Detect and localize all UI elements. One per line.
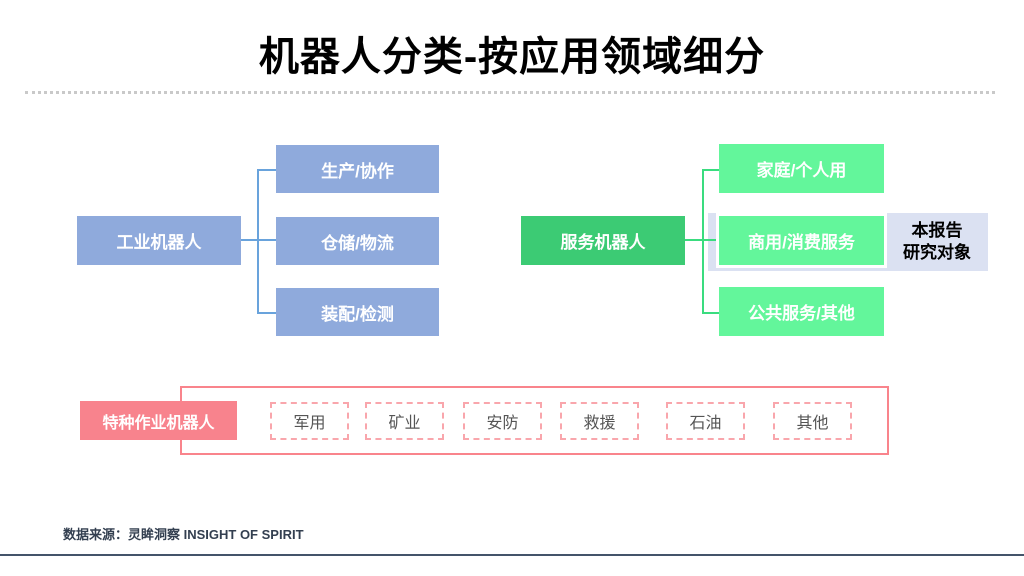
special-child-box-rescue: 救援 [560, 402, 639, 440]
special-child-box-military: 军用 [270, 402, 349, 440]
industrial-branch-line-top [257, 169, 277, 171]
special-child-box-mining: 矿业 [365, 402, 444, 440]
industrial-parent-box: 工业机器人 [77, 216, 241, 265]
industrial-branch-line-middle [241, 239, 277, 241]
page-title: 机器人分类-按应用领域细分 [258, 35, 766, 79]
report-scope-note-line2: 研究对象 [903, 243, 971, 263]
special-parent-box: 特种作业机器人 [80, 401, 237, 440]
service-branch-line-top [702, 169, 722, 171]
service-child-box-commercial: 商用/消费服务 [716, 213, 887, 268]
service-child-box-home: 家庭/个人用 [719, 144, 884, 193]
industrial-child-box-production: 生产/协作 [276, 145, 439, 193]
special-child-box-security: 安防 [463, 402, 542, 440]
dotted-divider [25, 91, 995, 94]
industrial-child-box-assembly: 装配/检测 [276, 288, 439, 336]
service-parent-box: 服务机器人 [521, 216, 685, 265]
report-scope-note-line1: 本报告 [911, 221, 963, 240]
service-branch-line-bottom [702, 312, 722, 314]
industrial-branch-line-bottom [257, 312, 277, 314]
industrial-branch-line-vertical [257, 169, 259, 314]
special-child-box-other: 其他 [773, 402, 852, 440]
data-source-text: 数据来源：灵眸洞察 INSIGHT OF SPIRIT [63, 527, 304, 542]
special-child-box-petroleum: 石油 [666, 402, 745, 440]
industrial-child-box-logistics: 仓储/物流 [276, 217, 439, 265]
bottom-rule [0, 554, 1024, 556]
service-branch-line-vertical [702, 169, 704, 314]
service-child-box-public: 公共服务/其他 [719, 287, 884, 336]
report-scope-note: 本报告 研究对象 [886, 220, 988, 264]
